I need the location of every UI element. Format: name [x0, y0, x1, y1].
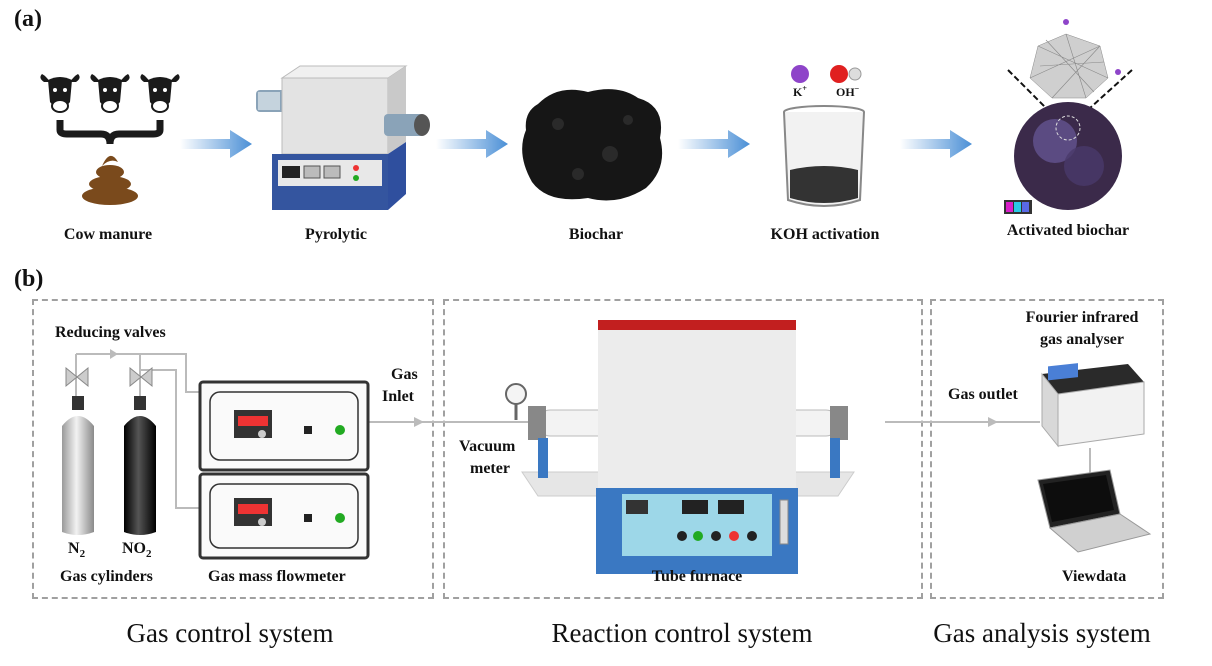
arrow-icon — [436, 130, 508, 158]
brace-icon — [56, 120, 164, 145]
label-ftir-1: Fourier infrared — [1025, 309, 1139, 326]
reaction-control-panel — [443, 299, 923, 599]
manure-icon — [82, 155, 138, 205]
biochar-icon — [522, 89, 663, 201]
label-koh-activation: KOH activation — [770, 226, 880, 243]
pyrolytic-furnace-icon — [256, 65, 430, 210]
label-gas-cylinders: Gas cylinders — [60, 568, 153, 585]
label-vacuum-meter-2: meter — [470, 460, 510, 477]
gas-analysis-panel — [930, 299, 1164, 599]
arrow-icon — [180, 130, 252, 158]
label-vacuum-meter-1: Vacuum — [459, 438, 516, 455]
no2-cylinder-icon — [124, 396, 156, 535]
cow-heads-icon — [40, 74, 180, 113]
label-oh-ion: OH− — [836, 84, 860, 99]
valve-icon — [65, 366, 89, 388]
label-n2: N2 — [68, 540, 86, 561]
gas-control-panel — [32, 299, 434, 599]
arrow-icon — [900, 130, 972, 158]
arrow-icon — [678, 130, 750, 158]
label-no2: NO2 — [122, 540, 152, 561]
label-gas-inlet-1: Gas — [391, 366, 418, 383]
label-biochar: Biochar — [568, 226, 624, 243]
hydroxide-ion-icon — [830, 65, 862, 83]
label-gas-outlet: Gas outlet — [948, 386, 1018, 403]
beaker-icon — [783, 105, 865, 207]
label-ftir-2: gas analyser — [1040, 331, 1124, 348]
label-gas-inlet-2: Inlet — [382, 388, 414, 405]
panel-a-tag: (a) — [14, 6, 42, 32]
flowmeter-icon — [198, 472, 370, 560]
ftir-analyser-icon — [1041, 363, 1145, 448]
label-k-ion: K+ — [793, 84, 807, 99]
valve-icon — [129, 366, 153, 388]
panel-b-tag: (b) — [14, 266, 44, 292]
title-gas-control-system: Gas control system — [126, 618, 334, 648]
label-activated-biochar: Activated biochar — [1006, 222, 1130, 239]
title-reaction-control-system: Reaction control system — [551, 618, 813, 648]
n2-cylinder-icon — [62, 396, 94, 535]
label-gas-mass-flowmeter: Gas mass flowmeter — [208, 568, 346, 585]
potassium-ion-icon — [791, 65, 809, 83]
label-pyrolytic: Pyrolytic — [305, 226, 367, 243]
title-gas-analysis-system: Gas analysis system — [933, 618, 1151, 648]
label-viewdata: Viewdata — [1062, 568, 1127, 585]
label-cow-manure: Cow manure — [63, 226, 153, 243]
label-reducing-valves: Reducing valves — [55, 324, 166, 341]
flowmeter-icon — [198, 380, 370, 472]
label-tube-furnace: Tube furnace — [651, 568, 743, 585]
activated-biochar-icon — [1004, 19, 1133, 214]
laptop-icon — [1037, 469, 1152, 553]
tube-furnace-icon — [505, 320, 855, 574]
